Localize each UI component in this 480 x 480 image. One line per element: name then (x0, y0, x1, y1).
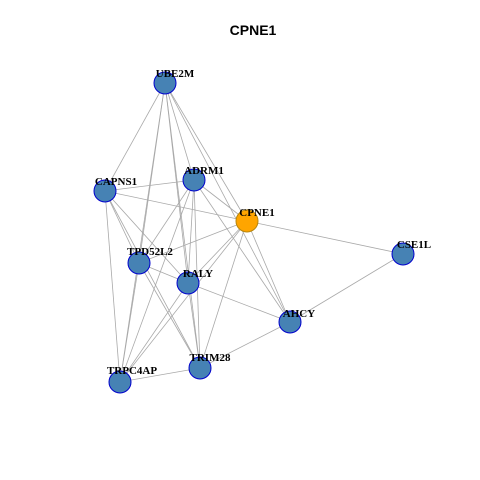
node-capns1 (93, 179, 117, 203)
edge-capns1-cpne1 (104, 190, 248, 222)
edge-capns1-adrm1 (104, 179, 195, 192)
node-trim28 (188, 356, 212, 380)
node-label-tpd52l2: TPD52L2 (127, 246, 173, 258)
edge-adrm1-tpd52l2 (138, 179, 195, 264)
node-ahcy (278, 310, 302, 334)
node-raly (176, 271, 200, 295)
edge-capns1-trim28 (104, 190, 201, 369)
edge-adrm1-trpc4ap (119, 179, 195, 383)
node-ube2m (153, 71, 177, 95)
edge-ube2m-capns1 (104, 82, 166, 192)
diagram-title: CPNE1 (230, 22, 277, 38)
node-cse1l (391, 242, 415, 266)
edge-capns1-tpd52l2 (104, 190, 140, 264)
edge-adrm1-raly (187, 179, 195, 284)
edge-ahcy-trim28 (199, 321, 291, 369)
node-label-capns1: CAPNS1 (95, 176, 137, 188)
edge-adrm1-ahcy (193, 179, 291, 323)
node-trpc4ap (108, 370, 132, 394)
edge-cpne1-tpd52l2 (138, 220, 248, 264)
node-label-cse1l: CSE1L (397, 239, 431, 251)
edge-capns1-trpc4ap (104, 190, 121, 383)
edge-capns1-raly (104, 190, 189, 284)
node-label-cpne1: CPNE1 (239, 207, 274, 219)
edge-raly-ahcy (187, 282, 291, 323)
node-tpd52l2 (127, 251, 151, 275)
node-label-trim28: TRIM28 (190, 352, 231, 364)
node-label-adrm1: ADRM1 (184, 165, 224, 177)
nodes-layer (93, 71, 415, 394)
edge-cpne1-ahcy (246, 220, 291, 323)
edge-trim28-trpc4ap (119, 367, 201, 383)
edge-ube2m-ahcy (164, 82, 291, 323)
edge-ube2m-cpne1 (164, 82, 248, 222)
edge-tpd52l2-trim28 (138, 262, 201, 369)
node-label-ube2m: UBE2M (156, 68, 195, 80)
edge-cpne1-cse1l (246, 220, 404, 255)
edge-raly-trpc4ap (119, 282, 189, 383)
edge-cpne1-trpc4ap (119, 220, 248, 383)
edge-tpd52l2-trpc4ap (119, 262, 140, 383)
node-label-raly: RALY (183, 268, 213, 280)
edge-ube2m-trim28 (164, 82, 201, 369)
edge-ube2m-adrm1 (164, 82, 195, 181)
node-cpne1 (235, 209, 259, 233)
node-label-trpc4ap: TRPC4AP (107, 365, 157, 377)
node-adrm1 (182, 168, 206, 192)
edge-cse1l-ahcy (289, 253, 404, 323)
edge-cpne1-raly (187, 220, 248, 284)
edges-layer (104, 82, 404, 383)
node-label-ahcy: AHCY (283, 308, 315, 320)
edge-cpne1-trim28 (199, 220, 248, 369)
edge-raly-trim28 (187, 282, 201, 369)
